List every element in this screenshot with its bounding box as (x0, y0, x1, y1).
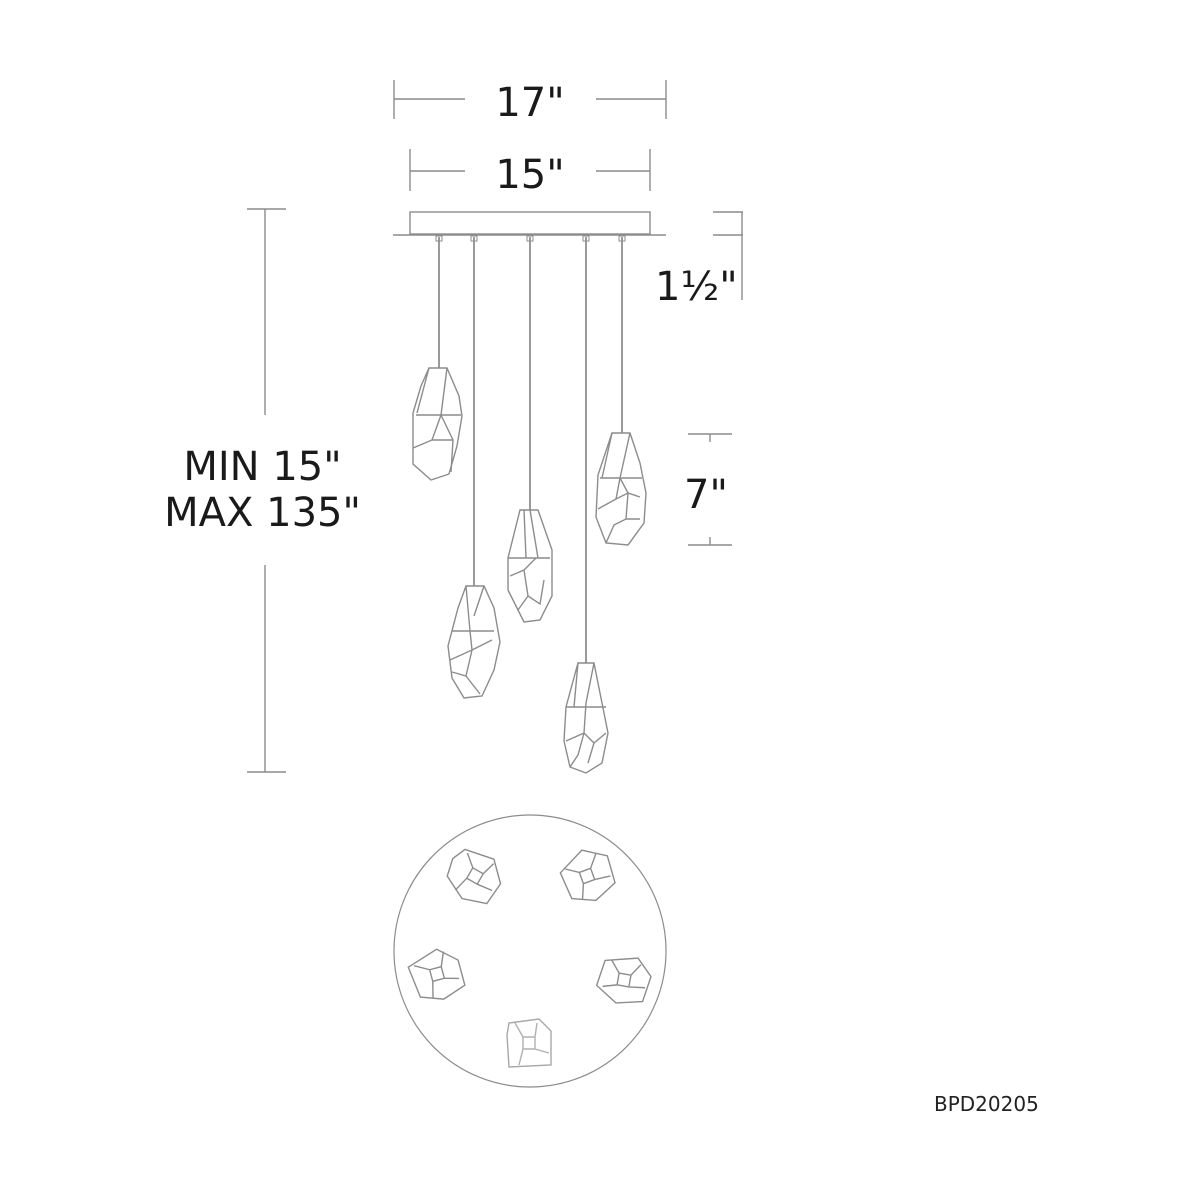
crystal-pendant-1 (412, 367, 463, 481)
overall-width-label: 17" (495, 80, 565, 126)
canopy-width-dimension-line (409, 149, 651, 191)
suspension-cables (438, 237, 623, 663)
overall-height-label: MIN 15" MAX 135" (160, 444, 365, 536)
crystal-pendant-3 (507, 509, 553, 623)
plan-crystal-2 (559, 849, 616, 902)
canopy-width-label: 15" (495, 152, 565, 198)
plan-crystal-1 (446, 848, 502, 905)
crystal-pendant-5 (595, 432, 647, 546)
pendant-height-dimension-line (688, 433, 732, 546)
crystal-pendant-2 (447, 585, 501, 699)
canopy-height-label: 1½" (655, 264, 738, 310)
pendant-height-label: 7" (684, 472, 728, 518)
overall-width-dimension-line (393, 80, 667, 119)
plan-crystal-3 (407, 948, 466, 1000)
canopy-height-dimension-line (713, 211, 743, 300)
crystal-pendant-4 (563, 662, 609, 774)
plan-crystal-4 (595, 957, 652, 1004)
plan-crystal-5 (506, 1018, 552, 1068)
model-number: BPD20205 (934, 1092, 1039, 1116)
plan-view (393, 814, 667, 1088)
overall-height-max: MAX 135" (164, 490, 361, 536)
canopy (393, 211, 666, 236)
overall-height-min: MIN 15" (183, 444, 342, 490)
overall-height-dimension-line (247, 208, 286, 773)
